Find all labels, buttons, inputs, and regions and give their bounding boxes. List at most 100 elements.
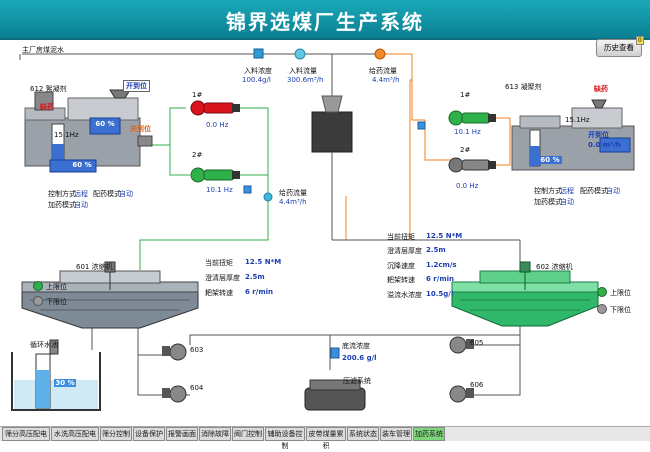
- history-button[interactable]: 历史查看: [596, 39, 642, 57]
- pump-603[interactable]: [162, 343, 187, 361]
- right-agent-pct: 60 %: [538, 156, 562, 164]
- left-pump-2-name: 2#: [192, 151, 203, 159]
- thickener-left-upper: 上限位: [46, 283, 67, 291]
- left-agent-pct2: 60 %: [70, 161, 94, 169]
- tab-loading[interactable]: 装车管理: [380, 427, 412, 441]
- pump-605[interactable]: [449, 336, 474, 354]
- pump-604-label: 604: [190, 384, 204, 392]
- dosing-top-label: 给药流量: [369, 67, 397, 75]
- tab-dosing-system[interactable]: 加药系统: [413, 427, 445, 441]
- left-pump-1-freq: 0.0 Hz: [206, 121, 229, 129]
- thickener-right-clear-label: 澄清层厚度: [387, 247, 422, 255]
- tab-screen-control[interactable]: 筛分控制: [100, 427, 132, 441]
- pump-603-label: 603: [190, 346, 204, 354]
- left-pump-2[interactable]: [190, 167, 240, 183]
- tab-aux-control[interactable]: 辅助设备控制: [265, 427, 305, 450]
- tab-screen-hv[interactable]: 筛分高压配电: [2, 427, 50, 441]
- feed-conc-value: 100.4g/l: [242, 76, 271, 84]
- left-lower-limit-indicator: [33, 296, 43, 306]
- left-mix-value: 自动: [119, 190, 133, 198]
- left-pump-check[interactable]: [243, 185, 252, 194]
- thickener-right-speed-value: 6 r/min: [426, 275, 454, 283]
- left-agent-freq: 15.1Hz: [54, 131, 79, 139]
- right-pump-2-name: 2#: [460, 146, 471, 154]
- left-agent-close: 关到位: [130, 125, 151, 133]
- tab-alarm[interactable]: 报警画面: [166, 427, 198, 441]
- dosing-left-label: 给药流量: [279, 189, 307, 197]
- thickener-right-clear-value: 2.5m: [426, 246, 446, 254]
- feed-conc-label: 入料浓度: [244, 67, 272, 75]
- pump-604[interactable]: [162, 385, 187, 403]
- left-mix-label: 配药模式: [93, 190, 121, 198]
- feed-flow-label: 入料流量: [289, 67, 317, 75]
- left-add-value: 自动: [74, 201, 88, 209]
- feed-flow-value: 300.6m³/h: [287, 76, 324, 84]
- history-badge: 0: [636, 36, 644, 45]
- thickener-left-torque-value: 12.5 N*M: [245, 258, 282, 266]
- right-lower-limit-indicator: [597, 304, 607, 314]
- thickener-left-clear-value: 2.5m: [245, 273, 265, 281]
- right-agent-open: 开到位: [588, 131, 609, 139]
- tab-device-protect[interactable]: 设备保护: [133, 427, 165, 441]
- left-pump-1-name: 1#: [192, 91, 203, 99]
- left-ctrl-label: 控制方式: [48, 190, 76, 198]
- thickener-right-overflow-value: 10.5g/l: [426, 290, 454, 298]
- dosing-top-value: 4.4m³/h: [372, 76, 400, 84]
- left-ctrl-value: 远程: [74, 190, 88, 198]
- right-agent-fault: 缺药: [594, 85, 608, 93]
- press-system-label: 压滤系统: [343, 377, 371, 385]
- thickener-right-title: 602 浓缩机: [536, 263, 573, 271]
- thickener-left-lower: 下限位: [46, 298, 67, 306]
- right-upper-limit-indicator: [597, 287, 607, 297]
- underflow-sensor: [330, 347, 340, 359]
- dosing-left-value: 4.4m³/h: [279, 198, 307, 206]
- right-pump-2-freq: 0.0 Hz: [456, 182, 479, 190]
- thickener-right-torque-value: 12.5 N*M: [426, 232, 463, 240]
- thickener-right-overflow-label: 溢流水浓度: [387, 291, 422, 299]
- tab-clear-fault[interactable]: 消除故障: [199, 427, 231, 441]
- thickener-right-speed-label: 耙架转速: [387, 276, 415, 284]
- right-ctrl-value: 远程: [560, 187, 574, 195]
- dosing-flow-sensor-top: [374, 48, 386, 60]
- right-add-value: 自动: [560, 198, 574, 206]
- right-pump-1-name: 1#: [460, 91, 471, 99]
- thickener-right-upper: 上限位: [610, 289, 631, 297]
- left-pump-1[interactable]: [190, 100, 240, 116]
- thickener-left-speed-value: 6 r/min: [245, 288, 273, 296]
- right-pump-1[interactable]: [448, 110, 496, 126]
- feed-flow-sensor: [294, 48, 306, 60]
- thickener-right-lower: 下限位: [610, 306, 631, 314]
- thickener-right-torque-label: 当前扭矩: [387, 233, 415, 241]
- pump-606[interactable]: [449, 385, 474, 403]
- thickener-left-clear-label: 澄清层厚度: [205, 274, 240, 282]
- left-upper-limit-indicator: [33, 281, 43, 291]
- pump-606-label: 606: [470, 381, 484, 389]
- right-pump-2[interactable]: [448, 157, 496, 173]
- left-agent-pct1: 60 %: [92, 120, 118, 128]
- tab-system-status[interactable]: 系统状态: [347, 427, 379, 441]
- thickener-left-speed-label: 耙架转速: [205, 289, 233, 297]
- right-agent-freq: 15.1Hz: [565, 116, 590, 124]
- tab-valve-control[interactable]: 阀门控制: [232, 427, 264, 441]
- press-filter[interactable]: [304, 379, 366, 411]
- tab-belt-accum[interactable]: 皮带煤量累积: [306, 427, 346, 450]
- tab-wash-hv[interactable]: 水洗高压配电: [51, 427, 99, 441]
- title-bar: 锦界选煤厂生产系统: [0, 0, 650, 40]
- main-plant-label: 主厂房煤泥水: [22, 46, 64, 54]
- thickener-left-title: 601 浓缩机: [76, 263, 113, 271]
- right-pump-check[interactable]: [417, 121, 426, 130]
- right-add-label: 加药模式: [534, 198, 562, 206]
- right-pump-1-freq: 10.1 Hz: [454, 128, 481, 136]
- underflow-value: 200.6 g/l: [342, 354, 377, 362]
- history-button-label: 历史查看: [604, 43, 634, 52]
- circ-pool-title: 循环水池: [30, 341, 58, 349]
- left-agent-open: 开到位: [123, 80, 150, 92]
